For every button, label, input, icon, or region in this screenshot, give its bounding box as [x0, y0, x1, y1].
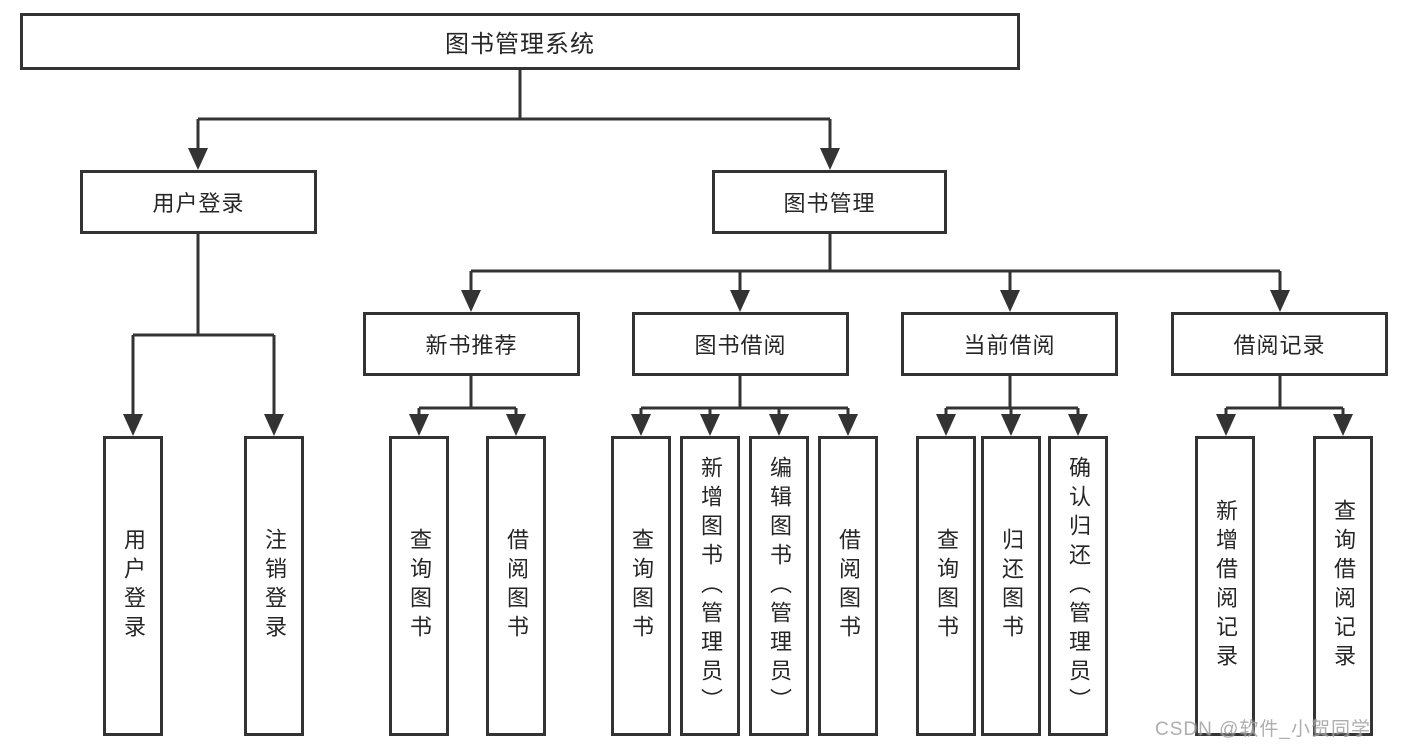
node-add-borrow-record-label: 新增借阅记录	[1213, 499, 1238, 673]
node-add-book-admin: 新增图书（管理员）	[680, 436, 740, 736]
node-logout: 注销登录	[244, 436, 304, 736]
node-query-books-current: 查询图书	[916, 436, 976, 736]
node-borrow-books: 借阅图书	[818, 436, 878, 736]
node-logout-label: 注销登录	[262, 528, 287, 644]
node-query-books-current-label: 查询图书	[934, 528, 959, 644]
node-query-borrow-record-label: 查询借阅记录	[1331, 499, 1356, 673]
node-new-book-recommend: 新书推荐	[363, 312, 580, 376]
node-confirm-return-admin: 确认归还（管理员）	[1048, 436, 1108, 736]
node-new-book-recommend-label: 新书推荐	[425, 333, 518, 358]
watermark: CSDN @软件_小贺同学	[1155, 719, 1371, 740]
node-login: 用户登录	[103, 436, 163, 736]
node-book-management-label: 图书管理	[783, 191, 876, 216]
node-query-books-borrow: 查询图书	[611, 436, 671, 736]
node-borrow-records: 借阅记录	[1171, 312, 1388, 376]
connector-book-management	[461, 234, 1290, 312]
node-confirm-return-admin-label: 确认归还（管理员）	[1066, 455, 1091, 717]
connector-new-book-recommend	[409, 376, 526, 436]
node-borrow-books-label: 借阅图书	[836, 528, 861, 644]
node-return-books: 归还图书	[981, 436, 1041, 736]
node-edit-book-admin-label: 编辑图书（管理员）	[767, 455, 792, 717]
node-query-borrow-record: 查询借阅记录	[1313, 436, 1373, 736]
connector-current-borrow	[936, 376, 1088, 436]
node-query-books-borrow-label: 查询图书	[629, 528, 654, 644]
connector-book-borrow	[631, 376, 858, 436]
node-user-login: 用户登录	[80, 170, 317, 234]
node-current-borrow: 当前借阅	[901, 312, 1118, 376]
node-query-books-recommend: 查询图书	[389, 436, 449, 736]
node-library-system-label: 图书管理系统	[445, 31, 595, 58]
node-book-borrow: 图书借阅	[632, 312, 849, 376]
node-add-borrow-record: 新增借阅记录	[1195, 436, 1255, 736]
node-borrow-books-recommend-label: 借阅图书	[504, 528, 529, 644]
node-borrow-books-recommend: 借阅图书	[486, 436, 546, 736]
node-current-borrow-label: 当前借阅	[963, 333, 1056, 358]
node-borrow-records-label: 借阅记录	[1233, 333, 1326, 358]
node-add-book-admin-label: 新增图书（管理员）	[698, 455, 723, 717]
connector-borrow-records	[1216, 376, 1353, 436]
node-user-login-label: 用户登录	[152, 191, 245, 216]
node-book-management: 图书管理	[712, 170, 947, 234]
node-library-system: 图书管理系统	[20, 13, 1020, 70]
node-login-label: 用户登录	[121, 528, 146, 644]
node-book-borrow-label: 图书借阅	[694, 333, 787, 358]
connector-root	[188, 70, 840, 170]
node-query-books-recommend-label: 查询图书	[407, 528, 432, 644]
node-return-books-label: 归还图书	[999, 528, 1024, 644]
node-edit-book-admin: 编辑图书（管理员）	[749, 436, 809, 736]
connector-user-login	[123, 234, 284, 436]
